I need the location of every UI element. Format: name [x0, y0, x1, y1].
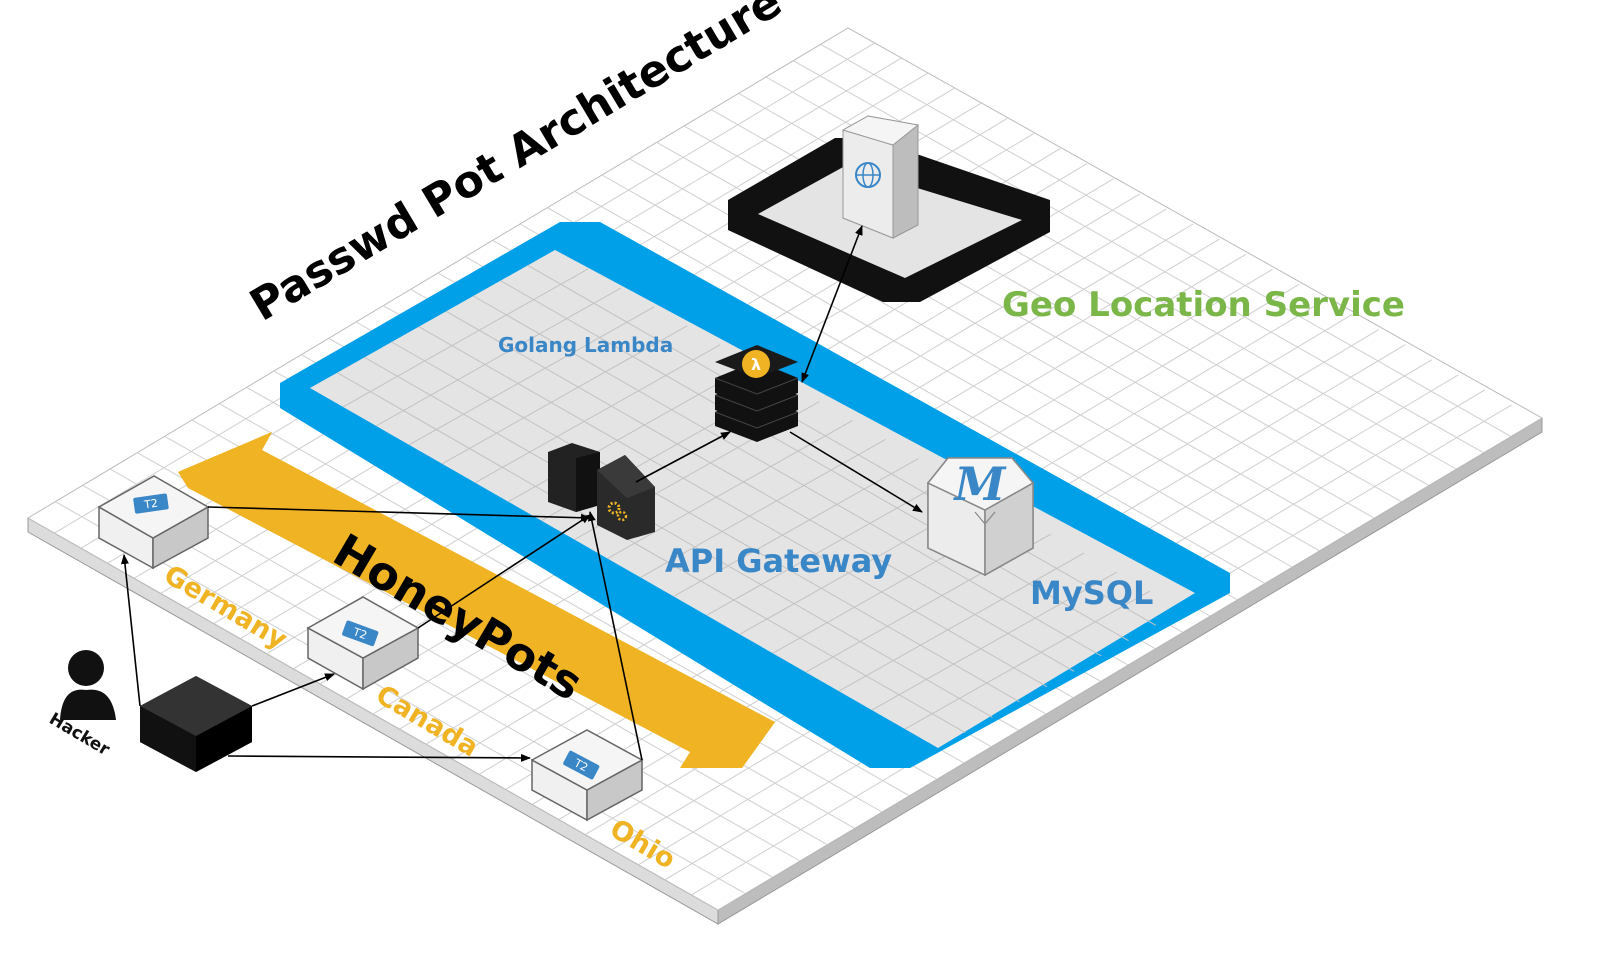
instance-ohio: T2 — [530, 729, 644, 822]
grid-line — [500, 280, 1129, 642]
instance-badge: T2 — [571, 756, 590, 774]
grid-line — [527, 264, 1157, 626]
api-gateway-label: API Gateway — [665, 542, 892, 580]
grid-line — [475, 344, 721, 484]
user-icon — [60, 650, 116, 720]
lambda-node: λ — [714, 345, 799, 442]
grid-line — [408, 306, 655, 446]
api-gateway-node — [548, 443, 655, 540]
grid-line — [364, 356, 993, 718]
arrow-hacker-to-germany — [120, 554, 141, 707]
mysql-label: MySQL — [1030, 574, 1153, 612]
grid-line — [418, 326, 1048, 688]
golang-lambda-label: Golang Lambda — [498, 333, 673, 357]
instance-canada: T2 — [306, 596, 420, 691]
grid-line — [607, 420, 853, 559]
mysql-node: M — [926, 457, 1035, 577]
arrow-germany-to-gateway — [207, 506, 591, 522]
svg-text:λ: λ — [751, 355, 761, 374]
instance-badge: T2 — [350, 625, 368, 642]
instance-germany: T2 — [97, 475, 210, 570]
arrow-ohio-to-gateway — [587, 511, 643, 761]
arrow-canada-to-gateway — [417, 514, 591, 629]
grid-line — [391, 341, 1020, 703]
arrow-lambda-geo — [801, 225, 863, 383]
grid-line — [445, 310, 1075, 672]
grid-line — [342, 268, 589, 408]
grid-line — [871, 571, 1118, 711]
grid-line — [838, 552, 1085, 692]
gears-icon — [607, 501, 628, 522]
lambda-icon: λ — [742, 350, 770, 378]
api-region-frame — [280, 222, 1230, 768]
connectors — [120, 225, 923, 762]
grid-line — [473, 295, 1102, 657]
arrow-lambda-to-mysql — [789, 431, 923, 513]
globe-icon — [855, 162, 881, 188]
geo-server — [841, 115, 920, 239]
arrow-hacker-to-ohio — [227, 753, 531, 762]
arrow-hacker-to-canada — [251, 673, 335, 707]
grid-line — [375, 287, 622, 427]
grid-line — [441, 325, 688, 465]
grid-line — [904, 590, 1151, 730]
arrow-gateway-to-lambda — [635, 431, 731, 483]
grid-line — [673, 457, 919, 597]
geo-service-label: Geo Location Service — [1002, 285, 1405, 325]
instance-badge: T2 — [142, 497, 158, 512]
grid-line — [336, 372, 966, 734]
grid-line — [706, 476, 952, 616]
grid-line — [640, 439, 886, 578]
hacker-node — [140, 676, 252, 772]
mysql-icon: M — [953, 457, 1008, 511]
